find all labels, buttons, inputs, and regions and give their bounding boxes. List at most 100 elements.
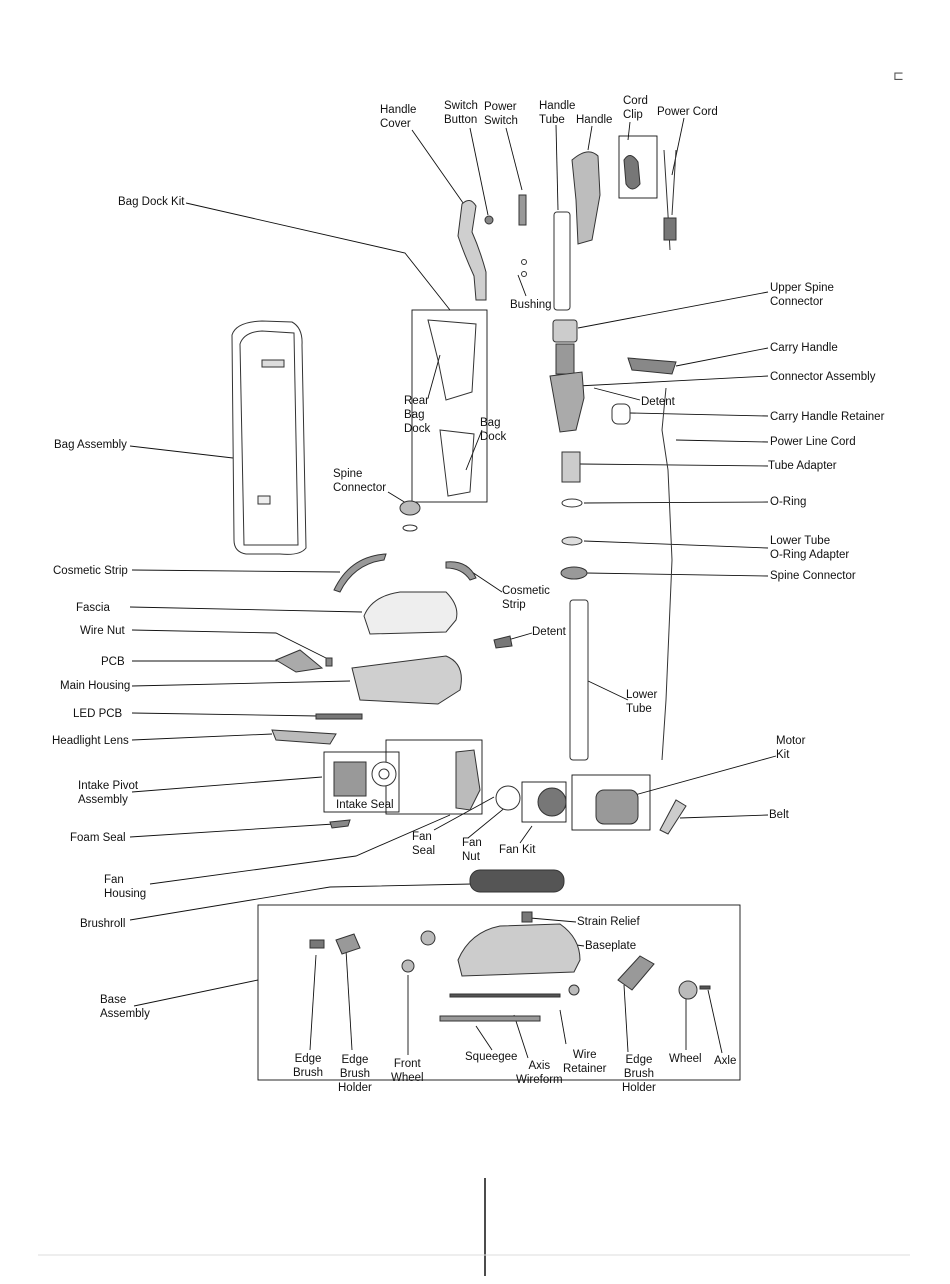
label-detent-upper: Detent (641, 396, 675, 408)
leader-lower-tube (585, 679, 629, 701)
leader-bag-dock-kit (185, 202, 451, 311)
tube-adapter-part (561, 451, 581, 483)
leader-main-housing (131, 680, 351, 687)
label-lower-tube: Lower Tube (626, 689, 658, 715)
label-lower-tube-o-ring-adapter: Lower Tube O-Ring Adapter (770, 535, 850, 561)
leader-handle-tube (555, 124, 559, 211)
leader-detent-lower (507, 632, 533, 641)
label-handle-tube: Handle Tube (539, 100, 576, 126)
detent-lower-part (493, 635, 513, 649)
leader-edge-brush-holder-left (345, 949, 353, 1051)
squeegee-part (439, 1015, 541, 1022)
spine-connector-left-ring (402, 524, 418, 532)
label-spine-connector-right: Spine Connector (770, 570, 856, 582)
label-fan-seal: Fan Seal (412, 831, 436, 857)
leader-switch-button (469, 127, 489, 216)
leader-belt (679, 814, 769, 819)
bag-assembly-part (231, 320, 307, 555)
label-carry-handle: Carry Handle (770, 342, 838, 354)
label-tube-adapter: Tube Adapter (768, 460, 837, 472)
leader-power-switch (505, 127, 523, 191)
label-main-housing: Main Housing (60, 680, 131, 692)
label-wire-nut: Wire Nut (80, 625, 125, 637)
intake-pivot-box (323, 751, 400, 813)
label-fan-kit: Fan Kit (499, 844, 536, 856)
leader-fan-seal (433, 796, 495, 831)
switch-button-part (484, 215, 494, 225)
carry-handle-retainer-part (611, 403, 631, 425)
belt-part (659, 799, 687, 835)
bag-assembly-inner (239, 330, 299, 546)
label-fascia: Fascia (76, 602, 110, 614)
label-wire-retainer: Wire Retainer (563, 1049, 607, 1075)
leader-edge-brush-left (309, 954, 317, 1051)
leader-bag-dock (465, 429, 483, 471)
label-carry-handle-retainer: Carry Handle Retainer (770, 411, 885, 423)
leader-handle (587, 125, 593, 151)
base-assembly-box (257, 904, 741, 1081)
carry-handle-part (627, 357, 677, 375)
leader-upper-spine (577, 291, 769, 329)
label-front-wheel: Front Wheel (391, 1058, 424, 1084)
leader-wire-retainer (559, 1009, 567, 1045)
cord-clip-box (618, 135, 658, 199)
label-wheel: Wheel (669, 1053, 702, 1065)
label-handle-cover: Handle Cover (380, 104, 417, 130)
corner-mark: ⊏ (893, 68, 904, 83)
edge-brush-holder-left-part (335, 933, 361, 955)
leader-axis-wireform (513, 1014, 529, 1059)
fan-kit-part (537, 787, 567, 817)
connector-assembly-part (549, 371, 585, 433)
leader-edge-brush-holder-right (623, 984, 629, 1053)
wheel-part (678, 980, 698, 1000)
label-edge-brush-left: Edge Brush (293, 1053, 324, 1079)
fan-seal-part (495, 785, 521, 811)
cosmetic-strip-right-part (445, 561, 477, 581)
bushing-part (521, 259, 527, 265)
label-rear-bag-dock: Rear Bag Dock (404, 395, 431, 435)
main-housing-part (351, 655, 462, 705)
lower-tube-adapter-part (561, 536, 583, 546)
bag-lower-badge (257, 495, 271, 505)
label-spine-connector-left: Spine Connector (333, 468, 387, 494)
label-detent-lower: Detent (532, 626, 566, 638)
handle-tube-part (553, 211, 571, 311)
label-bushing: Bushing (510, 299, 552, 311)
leader-fascia (129, 606, 363, 613)
leader-fan-kit (519, 825, 533, 844)
label-bag-dock-kit: Bag Dock Kit (118, 196, 185, 208)
bag-dock-kit-box (411, 309, 488, 503)
leader-intake-pivot (131, 776, 323, 793)
motor-kit-box (571, 774, 651, 831)
label-cord-clip: Cord Clip (623, 95, 648, 121)
strain-relief-part (521, 911, 533, 923)
label-bag-assembly: Bag Assembly (54, 439, 127, 451)
front-wheel-part (420, 930, 436, 946)
leader-handle-cover (411, 129, 469, 211)
label-bag-dock: Bag Dock (480, 417, 507, 443)
label-led-pcb: LED PCB (73, 708, 123, 720)
leader-carry-handle-retainer (629, 412, 769, 417)
power-plug-part (663, 217, 677, 241)
label-squeegee: Squeegee (465, 1051, 518, 1063)
label-power-line-cord: Power Line Cord (770, 436, 856, 448)
cosmetic-strip-left-part (333, 553, 387, 593)
bushing-part-2 (521, 271, 527, 277)
pcb-part (274, 649, 324, 673)
bag-dock-part (439, 429, 475, 497)
leader-cosmetic-strip-right (471, 571, 503, 593)
label-fan-housing: Fan Housing (104, 874, 147, 900)
edge-brush-holder-right-part (617, 955, 655, 991)
label-intake-pivot-assembly: Intake Pivot Assembly (78, 780, 139, 806)
leader-spine-connector-left (387, 491, 407, 504)
leader-o-ring (583, 501, 769, 504)
leader-power-line-cord (675, 439, 769, 443)
power-line-cord-part (661, 387, 673, 761)
upper-spine-connector-part (552, 319, 578, 343)
spine-connector-right-part (560, 566, 588, 580)
leader-axle (707, 989, 723, 1054)
label-edge-brush-holder-right: Edge Brush Holder (622, 1054, 656, 1094)
leader-strain-relief (529, 917, 577, 923)
spine-connector-left-part (399, 500, 421, 516)
front-wheel-part-2 (401, 959, 415, 973)
